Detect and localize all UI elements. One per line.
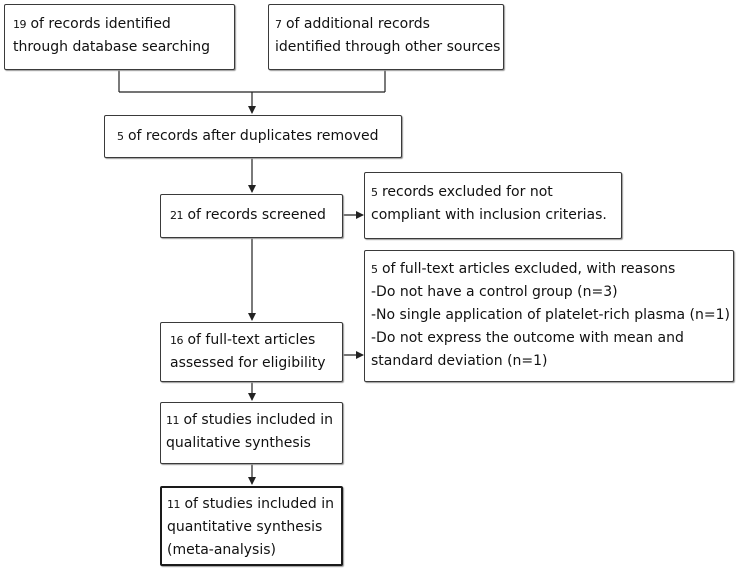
box-excluded-screening-line-2: compliant with inclusion criterias. bbox=[371, 207, 607, 223]
box-screened: 21 of records screened bbox=[160, 194, 343, 238]
count-after-duplicates: 5 bbox=[117, 130, 124, 143]
box-quantitative-synthesis-line-1: 11 of studies included in bbox=[167, 496, 335, 512]
count-identified-other: 7 bbox=[275, 18, 282, 31]
box-identified-other-line-2: identified through other sources bbox=[275, 39, 501, 55]
box-full-text-assessed: 16 of full-text articles assessed for el… bbox=[160, 322, 343, 382]
box-after-duplicates: 5 of records after duplicates removed bbox=[104, 115, 402, 158]
box-identified-other: 7 of additional records identified throu… bbox=[268, 4, 504, 70]
reason-no-mean-sd-line-2: standard deviation (n=1) bbox=[371, 353, 548, 369]
box-excluded-screening: 5 records excluded for not compliant wit… bbox=[364, 172, 622, 239]
box-quantitative-synthesis: 11 of studies included in quantitative s… bbox=[160, 486, 343, 566]
box-qualitative-synthesis: 11 of studies included in qualitative sy… bbox=[160, 402, 343, 464]
count-full-text-assessed: 16 bbox=[170, 334, 184, 347]
box-identified-database-line-2: through database searching bbox=[13, 39, 210, 55]
reason-no-single-application: -No single application of platelet-rich … bbox=[371, 307, 730, 323]
box-excluded-full-text-line-1: 5 of full-text articles excluded, with r… bbox=[371, 261, 676, 277]
count-screened: 21 bbox=[170, 209, 184, 222]
box-identified-database: 19 of records identified through databas… bbox=[4, 4, 235, 70]
count-quantitative-synthesis: 11 bbox=[167, 498, 181, 511]
box-qualitative-synthesis-line-1: 11 of studies included in bbox=[166, 412, 334, 428]
count-excluded-full-text: 5 bbox=[371, 263, 378, 276]
box-full-text-assessed-line-1: 16 of full-text articles bbox=[170, 332, 316, 348]
box-quantitative-synthesis-line-3: (meta-analysis) bbox=[167, 542, 276, 558]
box-qualitative-synthesis-line-2: qualitative synthesis bbox=[166, 435, 311, 451]
count-identified-database: 19 bbox=[13, 18, 27, 31]
count-qualitative-synthesis: 11 bbox=[166, 414, 180, 427]
reason-no-control-group: -Do not have a control group (n=3) bbox=[371, 284, 618, 300]
box-screened-line-1: 21 of records screened bbox=[170, 207, 326, 223]
count-excluded-screening: 5 bbox=[371, 186, 378, 199]
box-full-text-assessed-line-2: assessed for eligibility bbox=[170, 355, 326, 371]
box-identified-database-line-1: 19 of records identified bbox=[13, 16, 171, 32]
box-excluded-screening-line-1: 5 records excluded for not bbox=[371, 184, 553, 200]
reason-no-mean-sd-line-1: -Do not express the outcome with mean an… bbox=[371, 330, 684, 346]
box-excluded-full-text: 5 of full-text articles excluded, with r… bbox=[364, 250, 734, 382]
box-after-duplicates-line-1: 5 of records after duplicates removed bbox=[117, 128, 379, 144]
box-identified-other-line-1: 7 of additional records bbox=[275, 16, 430, 32]
box-quantitative-synthesis-line-2: quantitative synthesis bbox=[167, 519, 323, 535]
